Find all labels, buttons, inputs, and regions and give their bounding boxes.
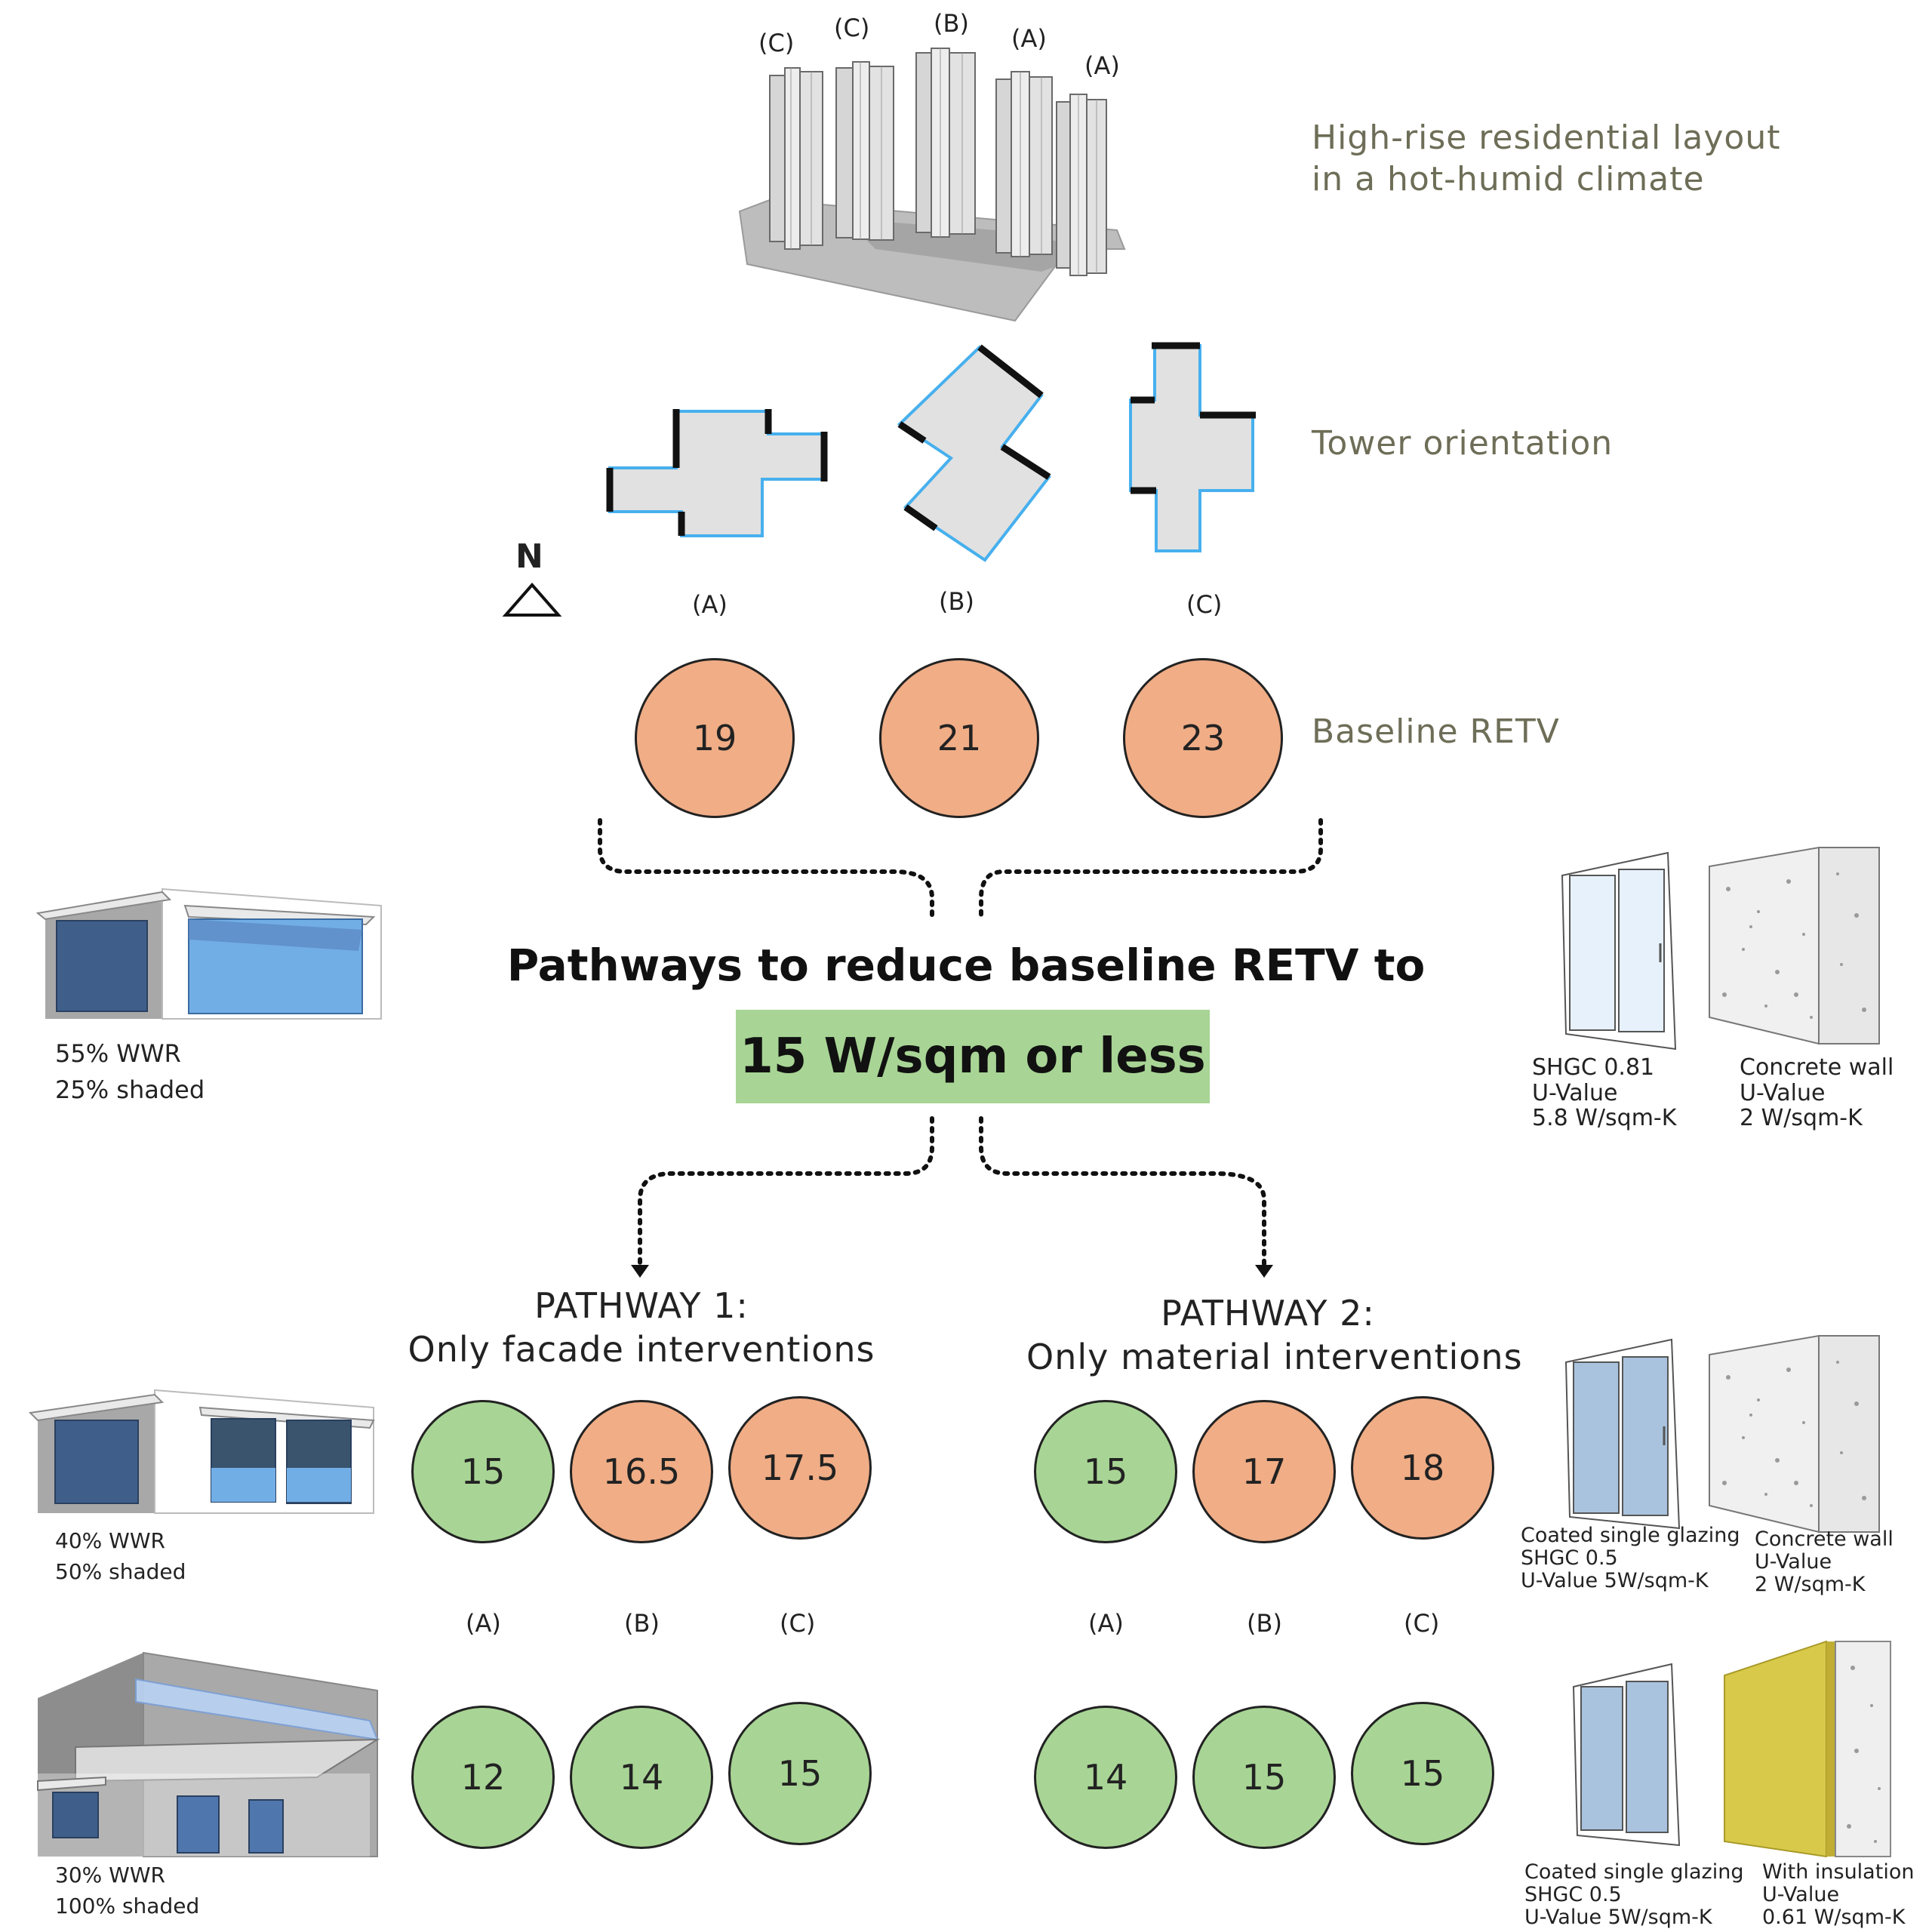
pathway1-label-a: (A) (466, 1609, 501, 1638)
pathway1-title: PATHWAY 1: Only facade interventions (400, 1284, 883, 1371)
coated-window-icon-mid (1564, 1338, 1681, 1530)
orientation-label-a: (A) (692, 590, 728, 619)
insulated-wall-icon (1724, 1640, 1891, 1858)
baseline-retv-a: 19 (635, 658, 795, 818)
pathway1-title-line2: Only facade interventions (408, 1328, 875, 1370)
pathway2-label-b: (B) (1247, 1609, 1282, 1638)
pathway1-row2-b: 14 (570, 1706, 713, 1849)
connector-bottom (631, 1116, 1273, 1278)
connector-top (598, 818, 1323, 923)
facade-case-2-shaded: 50% shaded (55, 1558, 186, 1584)
pathway2-row1-a: 15 (1034, 1400, 1177, 1543)
baseline-caption: Baseline RETV (1312, 712, 1560, 751)
facade-case-3-wwr: 30% WWR (55, 1863, 165, 1887)
baseline-glazing-line1: SHGC 0.81 (1532, 1054, 1655, 1081)
facade-case-1-illustration (35, 888, 382, 1020)
pathway1-row1-b: 16.5 (570, 1400, 713, 1543)
pathway2-row2-b: 15 (1192, 1706, 1336, 1849)
site-tower-label-2: (C) (834, 14, 870, 42)
site-massing-model (738, 48, 1126, 322)
tower-plan-b (897, 344, 1051, 562)
north-arrow-icon (502, 582, 562, 617)
tower-plan-c (1129, 342, 1256, 552)
site-tower-label-4: (A) (1011, 24, 1047, 53)
baseline-glazing-line2: U-Value (1532, 1079, 1618, 1106)
baseline-retv-c: 23 (1123, 658, 1283, 818)
site-tower-label-3: (B) (934, 9, 969, 38)
pathway1-row1-c: 17.5 (728, 1396, 872, 1540)
site-caption: High-rise residential layout in a hot-hu… (1312, 117, 1780, 200)
final-wall-line1: With insulation (1762, 1860, 1915, 1884)
baseline-glazing-spec: SHGC 0.81 U-Value 5.8 W/sqm-K (1532, 1055, 1676, 1131)
baseline-glazing-line3: 5.8 W/sqm-K (1532, 1105, 1677, 1132)
pathway1-row2-c: 15 (728, 1702, 872, 1845)
target-box: 15 W/sqm or less (736, 1010, 1210, 1103)
site-caption-line2: in a hot-humid climate (1312, 160, 1705, 198)
final-glazing-spec: Coated single glazing SHGC 0.5 U-Value 5… (1524, 1860, 1744, 1930)
facade-case-2-illustration (28, 1389, 375, 1514)
pathway1-label-c: (C) (780, 1609, 816, 1638)
facade-case-2-caption: 40% WWR 50% shaded (55, 1526, 186, 1587)
final-wall-spec: With insulation U-Value 0.61 W/sqm-K (1762, 1860, 1915, 1930)
orientation-caption: Tower orientation (1312, 424, 1614, 463)
final-glazing-line2: SHGC 0.5 (1524, 1883, 1622, 1907)
final-glazing-line1: Coated single glazing (1524, 1860, 1744, 1884)
pathway2-title: PATHWAY 2: Only material interventions (1026, 1292, 1523, 1379)
mid-glazing-line2: SHGC 0.5 (1521, 1546, 1618, 1571)
baseline-wall-line2: U-Value (1740, 1079, 1826, 1106)
facade-case-1-wwr: 55% WWR (55, 1039, 181, 1068)
baseline-wall-spec: Concrete wall U-Value 2 W/sqm-K (1740, 1055, 1894, 1131)
pathway2-title-line1: PATHWAY 2: (1161, 1293, 1375, 1334)
facade-case-3-caption: 30% WWR 100% shaded (55, 1860, 199, 1921)
baseline-wall-line1: Concrete wall (1740, 1054, 1894, 1081)
pathway1-title-line1: PATHWAY 1: (534, 1285, 749, 1326)
orientation-label-b: (B) (939, 587, 974, 616)
mid-glazing-line3: U-Value 5W/sqm-K (1521, 1569, 1709, 1593)
pathway2-label-c: (C) (1404, 1609, 1440, 1638)
baseline-retv-b: 21 (879, 658, 1039, 818)
facade-case-1-shaded: 25% shaded (55, 1075, 205, 1104)
north-arrow-label: N (515, 537, 543, 576)
facade-case-1-caption: 55% WWR 25% shaded (55, 1035, 205, 1108)
final-wall-line2: U-Value (1762, 1883, 1840, 1907)
mid-glazing-spec: Coated single glazing SHGC 0.5 U-Value 5… (1521, 1524, 1740, 1593)
tower-plan-a (606, 409, 828, 537)
pathway1-row1-a: 15 (411, 1400, 555, 1543)
pathway1-row2-a: 12 (411, 1706, 555, 1849)
pathway1-label-b: (B) (624, 1609, 660, 1638)
coated-window-icon-final (1572, 1663, 1681, 1847)
mid-wall-spec: Concrete wall U-Value 2 W/sqm-K (1755, 1527, 1894, 1597)
final-wall-line3: 0.61 W/sqm-K (1762, 1906, 1906, 1930)
facade-case-3-shaded: 100% shaded (55, 1893, 200, 1918)
baseline-wall-line3: 2 W/sqm-K (1740, 1105, 1863, 1132)
pathway2-row1-b: 17 (1192, 1400, 1336, 1543)
pathway2-row2-a: 14 (1034, 1706, 1177, 1849)
baseline-concrete-wall-icon (1709, 846, 1880, 1045)
pathway2-row1-c: 18 (1351, 1396, 1494, 1540)
mid-glazing-line1: Coated single glazing (1521, 1524, 1740, 1547)
site-tower-label-5: (A) (1084, 51, 1120, 80)
site-tower-label-1: (C) (758, 29, 795, 57)
mid-wall-line2: U-Value (1755, 1550, 1832, 1574)
pathways-title: Pathways to reduce baseline RETV to (506, 940, 1426, 991)
mid-wall-line3: 2 W/sqm-K (1755, 1573, 1866, 1597)
pathway2-label-a: (A) (1088, 1609, 1124, 1638)
baseline-window-icon (1561, 851, 1677, 1051)
concrete-wall-icon-mid (1709, 1334, 1880, 1534)
orientation-label-c: (C) (1186, 590, 1223, 619)
pathway2-row2-c: 15 (1351, 1702, 1494, 1845)
facade-case-2-wwr: 40% WWR (55, 1528, 165, 1553)
pathway2-title-line2: Only material interventions (1026, 1336, 1523, 1377)
facade-case-3-illustration (37, 1651, 380, 1857)
site-caption-line1: High-rise residential layout (1312, 118, 1781, 157)
mid-wall-line1: Concrete wall (1755, 1527, 1894, 1551)
final-glazing-line3: U-Value 5W/sqm-K (1524, 1906, 1712, 1930)
